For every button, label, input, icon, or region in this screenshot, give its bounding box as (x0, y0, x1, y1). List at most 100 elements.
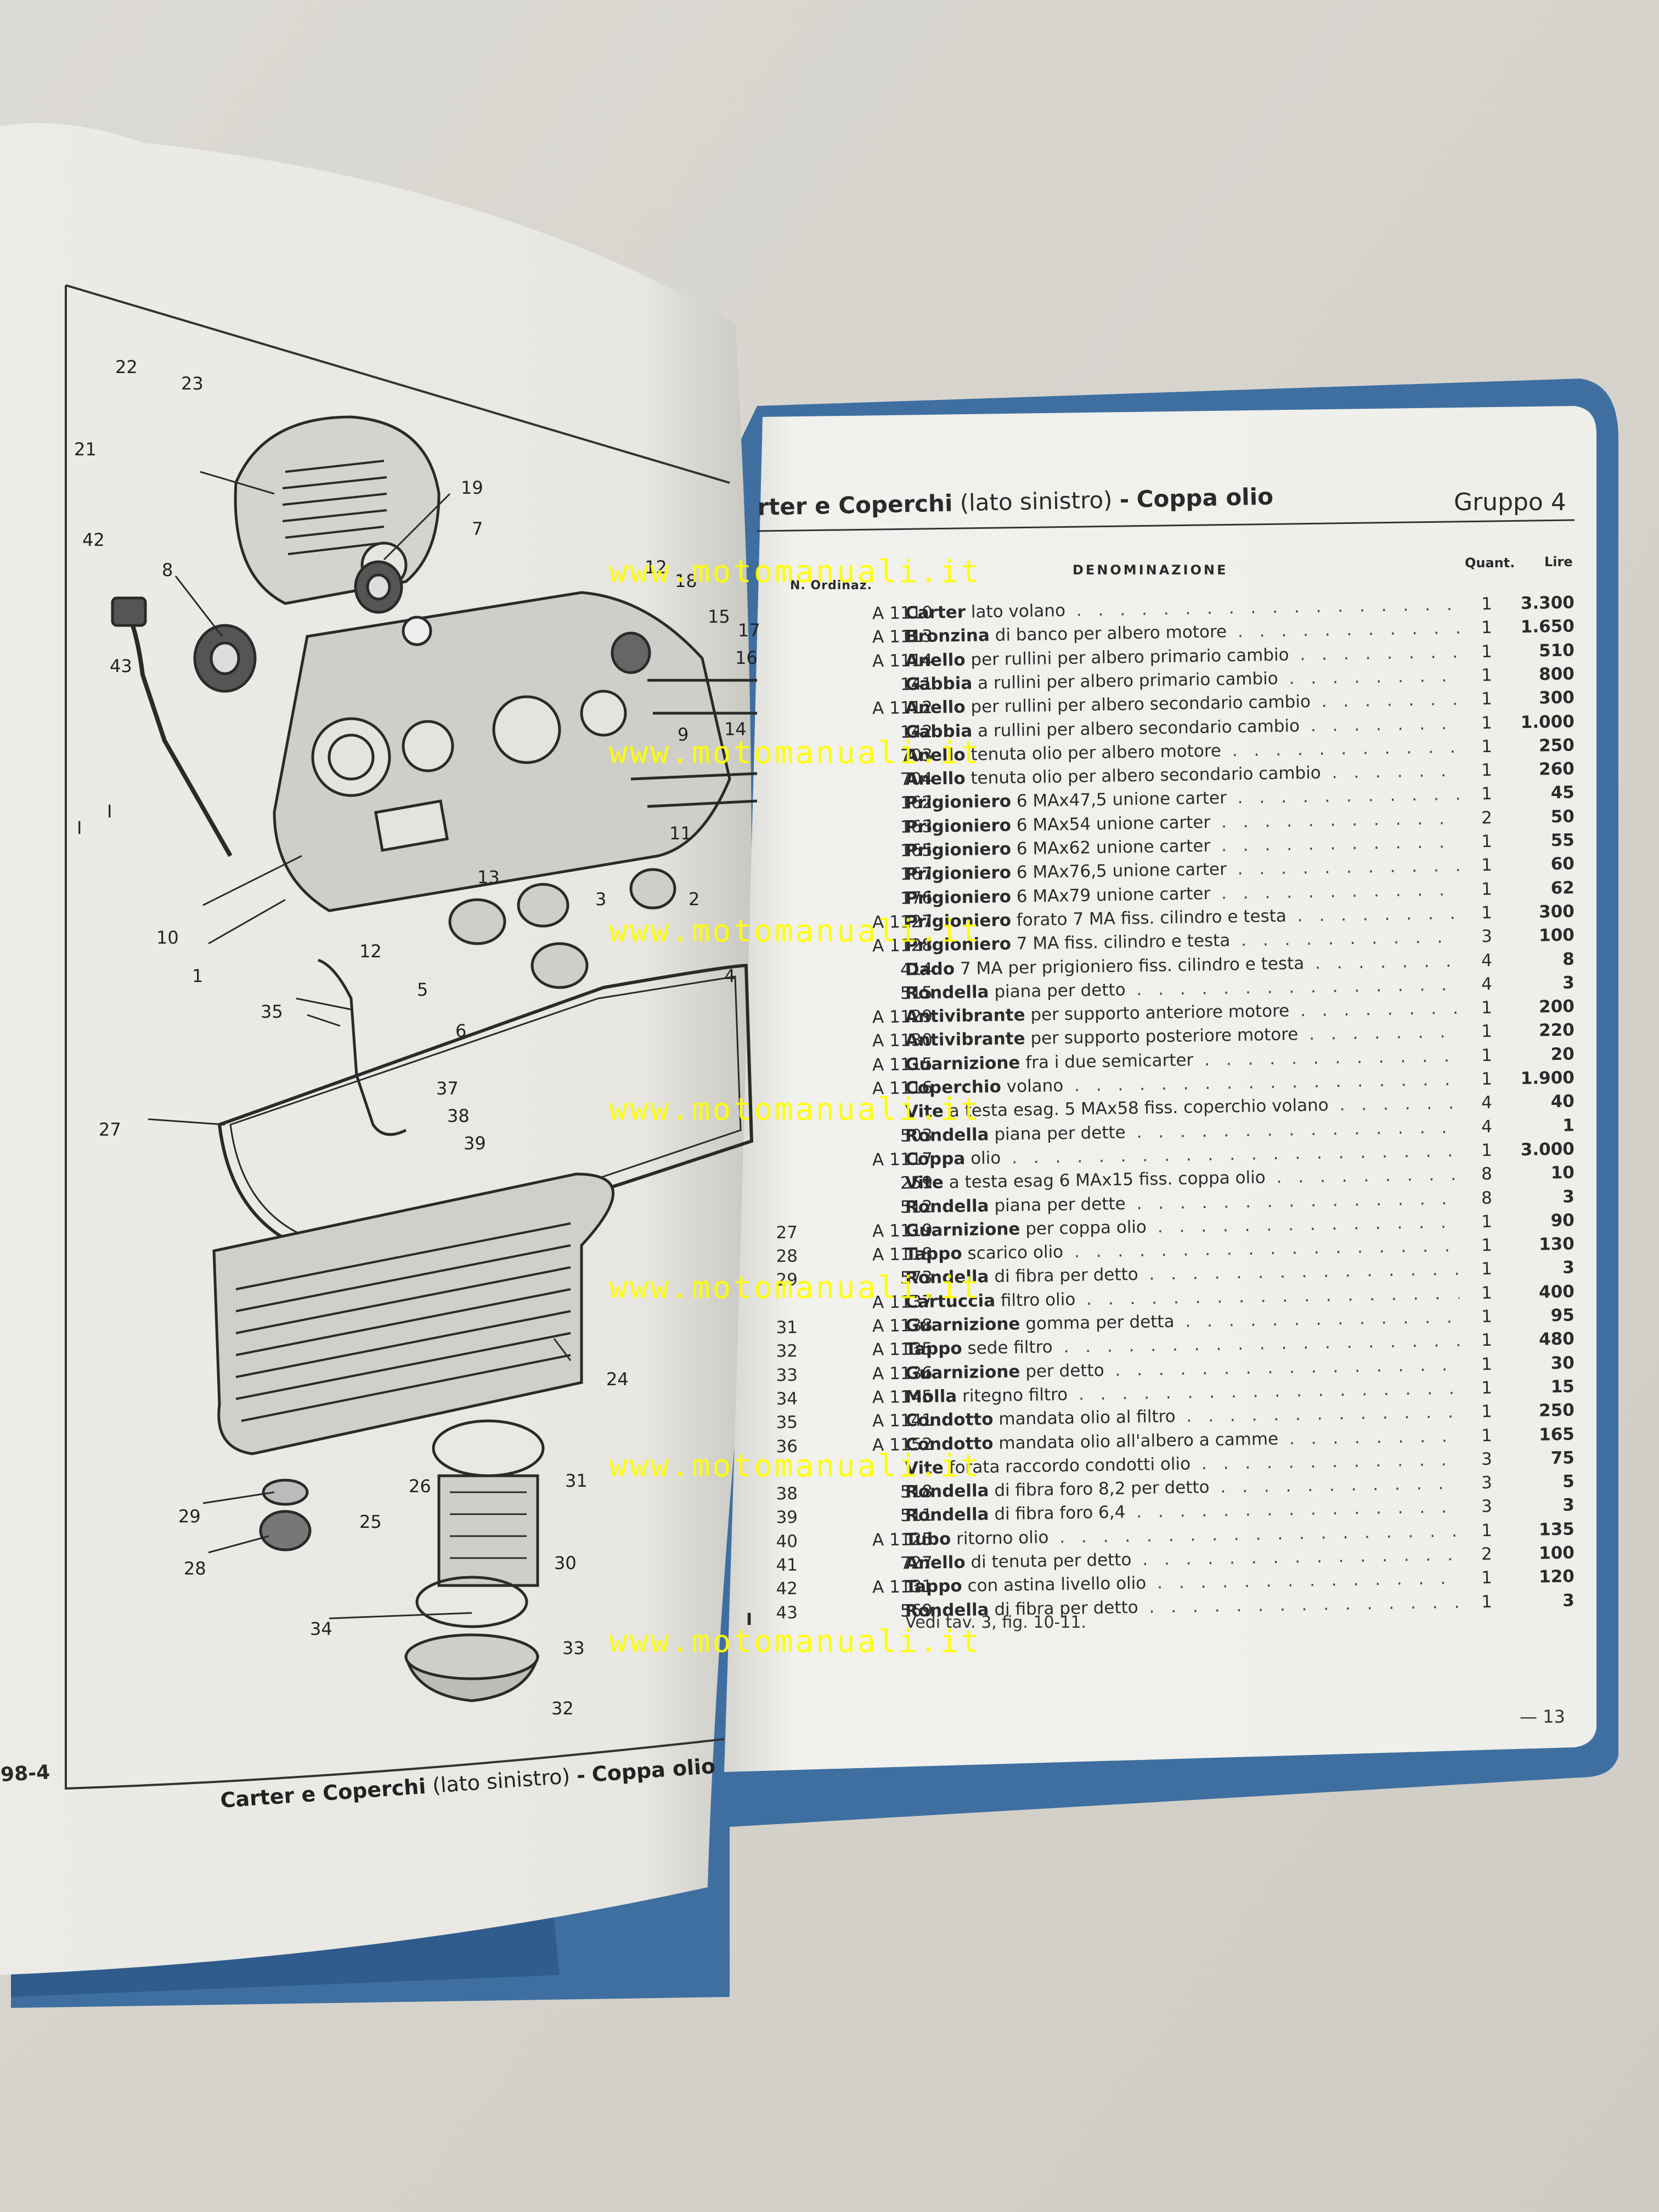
quantity: 1 (1481, 1401, 1493, 1422)
item-number (754, 675, 798, 676)
diagram-callout-number: 11 (669, 823, 692, 844)
quantity: 3 (1481, 1497, 1493, 1517)
quantity: 1 (1481, 1592, 1493, 1612)
part-detail: filtro olio (1000, 1289, 1076, 1311)
quantity: 1 (1481, 689, 1493, 709)
quantity: 1 (1481, 1045, 1493, 1065)
exploded-diagram (111, 415, 758, 1702)
part-detail: per rullini per albero primario cambio (970, 645, 1289, 670)
quantity: 1 (1481, 902, 1493, 923)
right-page (724, 406, 1596, 1772)
price: 15 (1550, 1376, 1575, 1397)
diagram-callout-number: 33 (562, 1638, 585, 1658)
part-detail: lato volano (970, 601, 1066, 622)
quantity: 1 (1481, 879, 1493, 899)
part-detail: 6 MAx79 unione carter (1016, 883, 1211, 907)
diagram-callout-number: 12 (645, 557, 667, 578)
part-detail: forato 7 MA fiss. cilindro e testa (1016, 906, 1287, 930)
price: 480 (1538, 1329, 1575, 1350)
part-detail: per supporto posteriore motore (1030, 1024, 1299, 1049)
part-detail: con astina livello olio (967, 1573, 1147, 1596)
diagram-callout-number: 34 (310, 1618, 332, 1639)
leader-dots: . . . . . . . . . . . . . . . . . . . . … (1321, 689, 1460, 712)
price: 1.900 (1520, 1068, 1575, 1088)
quantity: 3 (1481, 1472, 1493, 1493)
page-title-separator: - (1119, 486, 1130, 514)
price: 3.300 (1520, 592, 1575, 613)
item-number (754, 604, 798, 605)
diagram-callout-number: 17 (738, 620, 760, 641)
leader-dots: . . . . . . . . . . . . . . . . . . . . … (1308, 1021, 1459, 1045)
page-title-part-2: (lato sinistro) (960, 486, 1113, 517)
diagram-callout-number: 24 (606, 1369, 629, 1390)
part-detail: per rullini per albero secondario cambio (970, 692, 1311, 717)
quantity: 2 (1481, 1544, 1493, 1565)
part-detail: mandata olio al filtro (998, 1407, 1176, 1430)
quantity: 1 (1481, 641, 1493, 662)
quantity: 1 (1481, 1140, 1493, 1160)
diagram-callout-number: 9 (678, 724, 689, 745)
quantity: 3 (1481, 1449, 1493, 1469)
quantity: 1 (1481, 831, 1493, 852)
watermark: www.motomanuali.it (609, 735, 981, 771)
diagram-callout-number: 19 (461, 477, 483, 498)
part-name: Coppa (905, 1148, 966, 1170)
price: 95 (1550, 1305, 1575, 1326)
diagram-callout-number: I (77, 817, 82, 838)
price: 1 (1562, 1115, 1575, 1136)
page-title-part-1: rter e Coperchi (757, 489, 953, 521)
diagram-callout-number: 22 (115, 357, 138, 377)
leader-dots: . . . . . . . . . . . . . . . . . . . . … (1331, 760, 1459, 783)
price: 400 (1538, 1282, 1575, 1302)
leader-dots: . . . . . . . . . . . . . . . . . . . . … (1237, 855, 1460, 879)
diagram-callout-number: 32 (551, 1698, 574, 1719)
leader-dots: . . . . . . . . . . . . . . . . . . . . … (1289, 1425, 1459, 1449)
item-number: 27 (776, 1222, 798, 1243)
item-number: 35 (776, 1412, 798, 1433)
part-name: Condotto (905, 1409, 994, 1431)
part-name: Prigioniero (905, 839, 1012, 861)
price: 250 (1538, 1400, 1575, 1421)
column-header-ordinal: N. Ordinaz. (790, 579, 872, 592)
part-detail: di fibra foro 8,2 per detto (994, 1477, 1210, 1501)
price: 165 (1538, 1424, 1575, 1444)
part-name: Dado (905, 958, 955, 980)
diagram-callout-number: 23 (181, 373, 204, 394)
part-detail: 7 MA fiss. cilindro e testa (1016, 930, 1231, 954)
diagram-callout-number: 26 (409, 1476, 431, 1497)
price: 10 (1550, 1163, 1575, 1183)
part-name: Molla (905, 1386, 957, 1407)
part-name: Prigioniero (905, 815, 1012, 837)
quantity: 1 (1481, 997, 1493, 1018)
part-detail: a rullini per albero secondario cambio (977, 715, 1300, 741)
price: 100 (1538, 925, 1575, 946)
diagram-callout-number: 14 (724, 719, 747, 740)
part-detail: per coppa olio (1025, 1217, 1147, 1239)
price: 1.000 (1520, 711, 1575, 732)
diagram-callout-number: 18 (675, 571, 697, 591)
part-detail: di fibra foro 6,4 (994, 1502, 1126, 1525)
part-detail: mandata olio all'albero a camme (998, 1429, 1279, 1453)
price: 8 (1562, 949, 1575, 969)
price: 3 (1562, 973, 1575, 993)
diagram-callout-number: 16 (735, 647, 758, 668)
column-header-qty: Quant. (1465, 555, 1515, 571)
part-detail: ritorno olio (956, 1527, 1049, 1549)
diagram-callout-number: 30 (554, 1553, 577, 1573)
diagram-callout-number: 27 (99, 1119, 121, 1140)
price: 90 (1550, 1210, 1575, 1231)
leader-dots: . . . . . . . . . . . . . . . . . . . . … (1186, 1401, 1459, 1426)
diagram-callout-number: 6 (455, 1020, 467, 1041)
diagram-callout-number: 15 (708, 606, 730, 627)
part-name: Prigioniero (905, 862, 1012, 884)
price: 50 (1550, 806, 1575, 827)
part-name: Guarnizione (905, 1314, 1020, 1336)
part-name: Prigioniero (905, 791, 1012, 813)
price: 75 (1550, 1448, 1575, 1468)
diagram-callout-number: 38 (447, 1105, 470, 1126)
price: 300 (1538, 687, 1575, 708)
item-number: 34 (776, 1389, 798, 1409)
diagram-callout-number: 21 (74, 439, 97, 460)
